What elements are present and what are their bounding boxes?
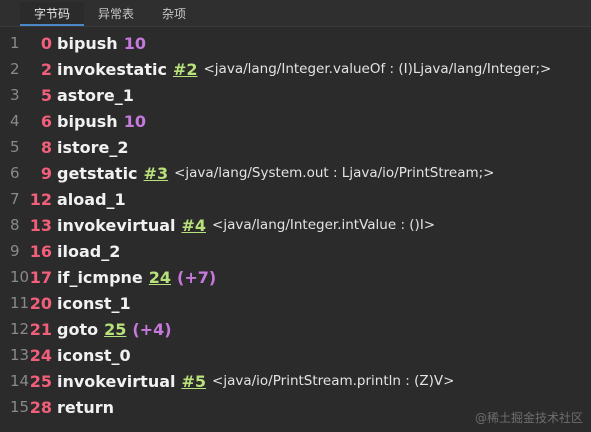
opcode: iload_2 bbox=[57, 241, 121, 261]
opcode: invokestatic bbox=[57, 59, 167, 79]
opcode: invokevirtual bbox=[57, 215, 176, 235]
line-number: 12 bbox=[10, 320, 30, 338]
instruction-offset: 20 bbox=[29, 293, 52, 313]
opcode: invokevirtual bbox=[57, 371, 176, 391]
instruction-offset: 16 bbox=[29, 241, 52, 261]
operand-value: 10 bbox=[123, 33, 146, 53]
constant-comment: <java/lang/System.out : Ljava/io/PrintSt… bbox=[174, 165, 495, 181]
instruction-offset: 0 bbox=[40, 33, 52, 53]
branch-target-link[interactable]: 25 bbox=[104, 319, 127, 339]
instruction-offset: 12 bbox=[29, 189, 52, 209]
opcode: astore_1 bbox=[57, 85, 134, 105]
instruction-offset: 21 bbox=[29, 319, 52, 339]
line-number: 6 bbox=[10, 164, 20, 182]
constant-pool-ref-link[interactable]: #2 bbox=[172, 59, 198, 79]
operand-value: 10 bbox=[123, 111, 146, 131]
constant-pool-ref-link[interactable]: #3 bbox=[143, 163, 169, 183]
tab-bytecode[interactable]: 字节码 bbox=[20, 2, 85, 26]
opcode: bipush bbox=[57, 111, 118, 131]
opcode: if_icmpne bbox=[57, 267, 143, 287]
line-number: 4 bbox=[10, 112, 20, 130]
instruction-offset: 25 bbox=[29, 371, 52, 391]
opcode: istore_2 bbox=[57, 137, 129, 157]
constant-comment: <java/lang/Integer.intValue : ()I> bbox=[212, 217, 436, 233]
constant-comment: <java/lang/Integer.valueOf : (I)Ljava/la… bbox=[203, 61, 552, 77]
opcode: iconst_0 bbox=[57, 345, 131, 365]
instruction-offset: 6 bbox=[40, 111, 52, 131]
line-number: 10 bbox=[10, 268, 30, 286]
instruction-offset: 13 bbox=[29, 215, 52, 235]
instruction-offset: 5 bbox=[40, 85, 52, 105]
watermark: @稀土掘金技术社区 bbox=[474, 411, 583, 425]
relative-offset: (+7) bbox=[177, 267, 217, 287]
instruction-offset: 2 bbox=[40, 59, 52, 79]
tab-bar: 字节码 异常表 杂项 bbox=[0, 0, 591, 27]
opcode: iconst_1 bbox=[57, 293, 131, 313]
constant-pool-ref-link[interactable]: #4 bbox=[181, 215, 207, 235]
opcode: return bbox=[57, 397, 115, 417]
opcode: goto bbox=[57, 319, 99, 339]
line-number: 2 bbox=[10, 60, 20, 78]
tab-exception-table[interactable]: 异常表 bbox=[98, 7, 135, 21]
constant-pool-ref-link[interactable]: #5 bbox=[181, 371, 207, 391]
relative-offset: (+4) bbox=[132, 319, 172, 339]
instruction-offset: 17 bbox=[29, 267, 52, 287]
opcode: getstatic bbox=[57, 163, 138, 183]
line-number: 1 bbox=[10, 34, 20, 52]
constant-comment: <java/io/PrintStream.println : (Z)V> bbox=[212, 373, 455, 389]
instruction-offset: 28 bbox=[29, 397, 52, 417]
instruction-offset: 9 bbox=[40, 163, 52, 183]
line-number: 9 bbox=[10, 242, 20, 260]
line-number: 5 bbox=[10, 138, 20, 156]
line-number: 15 bbox=[10, 398, 30, 416]
tab-misc[interactable]: 杂项 bbox=[162, 7, 187, 21]
line-number: 7 bbox=[10, 190, 20, 208]
instruction-offset: 24 bbox=[29, 345, 52, 365]
line-number: 13 bbox=[10, 346, 30, 364]
opcode: bipush bbox=[57, 33, 118, 53]
line-number: 11 bbox=[10, 294, 30, 312]
branch-target-link[interactable]: 24 bbox=[148, 267, 172, 287]
line-number: 3 bbox=[10, 86, 20, 104]
instruction-offset: 8 bbox=[40, 137, 52, 157]
opcode: aload_1 bbox=[57, 189, 126, 209]
line-number: 8 bbox=[10, 216, 20, 234]
line-number: 14 bbox=[10, 372, 30, 390]
